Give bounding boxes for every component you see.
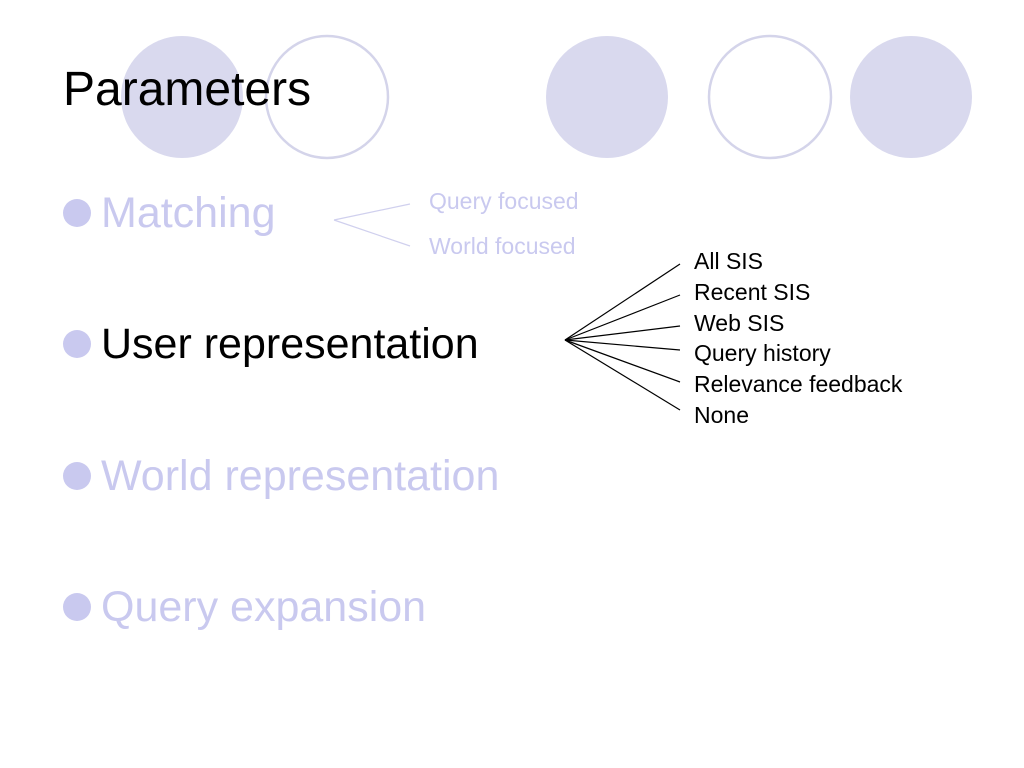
bullet-user-representation: User representation — [63, 320, 479, 368]
decor-circle-outline-2 — [707, 34, 833, 160]
user-rep-option-recent-sis: Recent SIS — [694, 279, 811, 305]
user-rep-option-all-sis: All SIS — [694, 248, 764, 274]
decor-circle-filled-1 — [121, 36, 243, 158]
bullet-label: Matching — [101, 188, 276, 237]
bullet-label: World representation — [101, 451, 500, 500]
bullet-label: Query expansion — [101, 582, 427, 631]
user-representation-connectors — [564, 263, 681, 411]
bullet-query-expansion: Query expansion — [63, 583, 426, 631]
user-rep-option-relevance-feedback: Relevance feedback — [694, 371, 903, 397]
decor-circle-outline-1 — [264, 34, 390, 160]
bullet-label: User representation — [101, 319, 479, 368]
matching-connectors — [333, 203, 411, 247]
user-rep-option-query-history: Query history — [694, 340, 831, 366]
bullet-matching: Matching — [63, 189, 275, 237]
decor-circle-filled-2 — [546, 36, 668, 158]
bullet-world-representation: World representation — [63, 452, 499, 500]
matching-option-query-focused: Query focused — [429, 188, 579, 214]
user-rep-option-none: None — [694, 402, 749, 428]
bullet-dot-icon — [63, 593, 91, 621]
matching-option-world-focused: World focused — [429, 233, 576, 259]
bullet-dot-icon — [63, 462, 91, 490]
bullet-dot-icon — [63, 330, 91, 358]
decor-circle-filled-3 — [850, 36, 972, 158]
decorative-circles — [121, 34, 972, 160]
bullet-dot-icon — [63, 199, 91, 227]
user-rep-option-web-sis: Web SIS — [694, 310, 785, 336]
slide-title: Parameters — [63, 63, 312, 116]
